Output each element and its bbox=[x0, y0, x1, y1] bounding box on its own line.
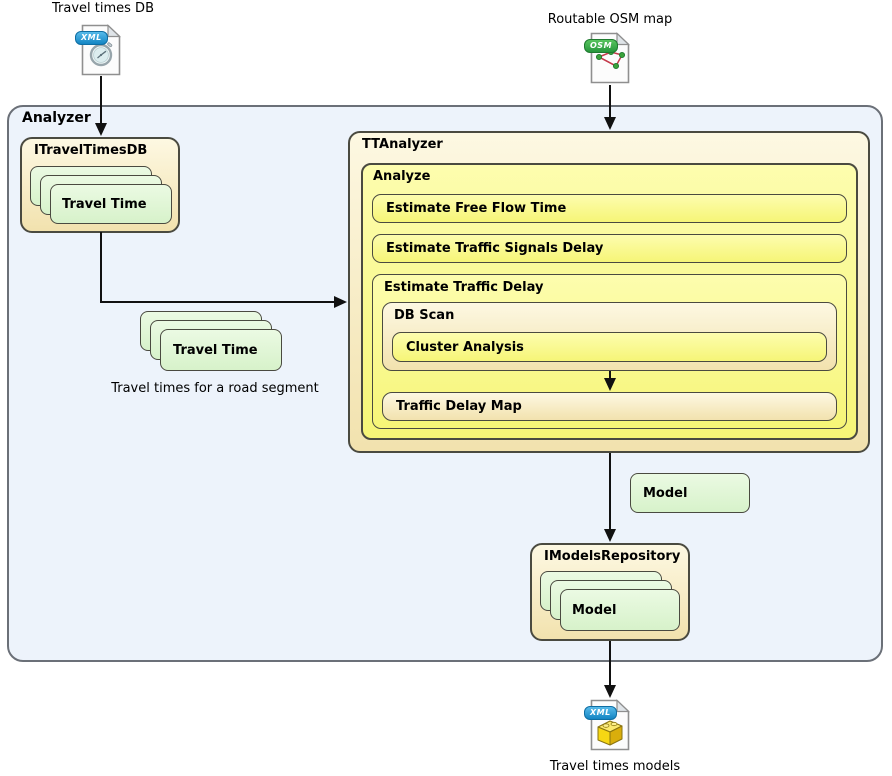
osm-badge: OSM bbox=[584, 39, 619, 53]
imodelsrepository-label: IModelsRepository bbox=[544, 549, 681, 564]
analyze-label: Analyze bbox=[373, 169, 431, 184]
cluster-analysis-box: Cluster Analysis bbox=[392, 332, 827, 362]
traffic-delay-map-label: Traffic Delay Map bbox=[396, 399, 522, 414]
model-box: Model bbox=[630, 473, 750, 513]
xml-badge: XML bbox=[584, 706, 617, 720]
estimate-traffic-signals-delay-label: Estimate Traffic Signals Delay bbox=[386, 241, 604, 256]
travel-time-label: Travel Time bbox=[62, 196, 147, 212]
analyzer-label: Analyzer bbox=[22, 110, 91, 126]
model-label: Model bbox=[643, 485, 688, 501]
estimate-traffic-delay-label: Estimate Traffic Delay bbox=[384, 280, 544, 295]
itraveltimesdb-label: ITravelTimesDB bbox=[34, 143, 148, 158]
model-card: Model bbox=[560, 589, 680, 631]
travel-time-card: Travel Time bbox=[160, 329, 282, 371]
estimate-free-flow-time-label: Estimate Free Flow Time bbox=[386, 201, 567, 216]
osm-file-icon: OSM bbox=[584, 32, 631, 84]
db-scan-label: DB Scan bbox=[394, 308, 455, 323]
ttanalyzer-label: TTAnalyzer bbox=[362, 137, 443, 152]
estimate-free-flow-time-box: Estimate Free Flow Time bbox=[372, 194, 847, 223]
traffic-delay-map-box: Traffic Delay Map bbox=[382, 392, 837, 421]
xml-lego-file-icon: XML bbox=[584, 699, 631, 751]
road-segment-caption: Travel times for a road segment bbox=[111, 381, 319, 396]
estimate-traffic-signals-delay-box: Estimate Traffic Signals Delay bbox=[372, 234, 847, 263]
xml-badge: XML bbox=[75, 31, 108, 45]
travel-times-db-caption: Travel times DB bbox=[52, 1, 154, 16]
cluster-analysis-label: Cluster Analysis bbox=[406, 339, 524, 355]
lego-brick-icon bbox=[597, 720, 623, 746]
model-card-label: Model bbox=[572, 602, 617, 618]
travel-times-models-caption: Travel times models bbox=[549, 759, 681, 774]
travel-time-label: Travel Time bbox=[173, 342, 258, 358]
routable-osm-map-caption: Routable OSM map bbox=[547, 12, 673, 27]
xml-stopwatch-file-icon: XML bbox=[75, 24, 122, 76]
travel-time-card: Travel Time bbox=[50, 184, 172, 224]
